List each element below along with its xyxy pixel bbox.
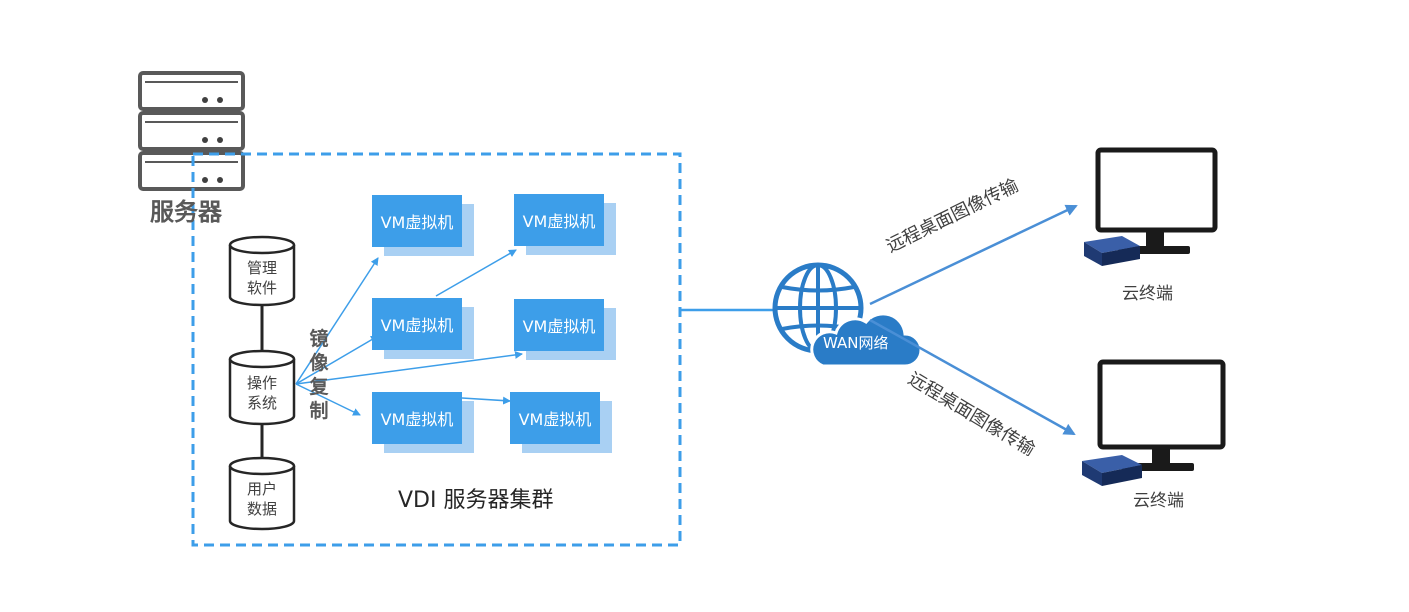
mirror-copy-label: 镜像复制 bbox=[309, 328, 329, 422]
db-mgmt-line2: 软件 bbox=[246, 279, 277, 298]
vm-label: VM虚拟机 bbox=[380, 410, 454, 429]
server-label: 服务器 bbox=[150, 198, 222, 226]
monitor-icon bbox=[1095, 147, 1218, 254]
thin-client-icon bbox=[1084, 236, 1140, 266]
monitor-icon bbox=[1097, 359, 1226, 471]
client-label-bottom: 云终端 bbox=[1133, 491, 1184, 511]
database-cylinder-os bbox=[228, 349, 296, 426]
db-mgmt-line1: 管理 bbox=[246, 259, 277, 277]
db-user-data-label: 用户 数据 bbox=[227, 479, 297, 520]
cluster-boundary bbox=[191, 152, 682, 547]
vm-label: VM虚拟机 bbox=[522, 212, 596, 231]
database-cylinder-userdata bbox=[228, 456, 296, 531]
cluster-label: VDI 服务器集群 bbox=[398, 488, 554, 513]
db-os-label: 操作 系统 bbox=[227, 373, 297, 414]
thin-client-icon bbox=[1082, 455, 1142, 486]
transfer-arrows bbox=[869, 204, 1078, 436]
vm-label: VM虚拟机 bbox=[380, 316, 454, 335]
db-user-line1: 用户 bbox=[246, 480, 277, 498]
vm-label: VM虚拟机 bbox=[518, 410, 592, 429]
db-mgmt-software-label: 管理 软件 bbox=[227, 258, 297, 299]
wan-label: WAN网络 bbox=[823, 334, 889, 352]
vm-label: VM虚拟机 bbox=[522, 317, 596, 336]
db-user-line2: 数据 bbox=[246, 500, 277, 519]
mirror-arrows bbox=[295, 249, 523, 416]
client-label-top: 云终端 bbox=[1122, 284, 1173, 304]
server-icon bbox=[138, 71, 245, 191]
db-os-line2: 系统 bbox=[246, 394, 277, 413]
database-cylinder-mgmt bbox=[228, 235, 296, 307]
vm-label: VM虚拟机 bbox=[380, 213, 454, 232]
db-os-line1: 操作 bbox=[246, 374, 277, 392]
